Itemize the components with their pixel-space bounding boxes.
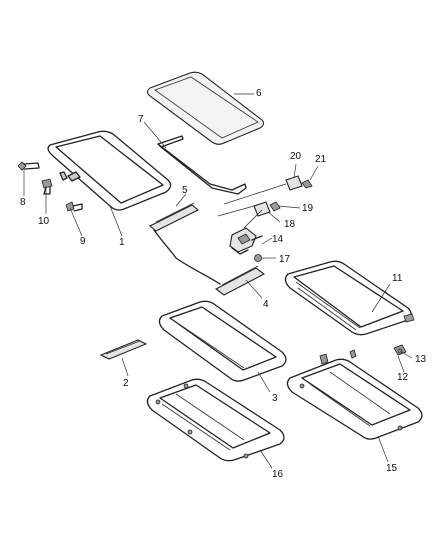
callout-12: 12: [397, 372, 409, 383]
callout-18: 18: [284, 219, 296, 230]
part-3-drain-tray: [158, 300, 287, 382]
callout-8: 8: [20, 197, 26, 208]
part-5-front-guide: [149, 202, 221, 285]
callout-4: 4: [263, 299, 269, 310]
callout-13: 13: [415, 354, 427, 365]
callout-labels: 1 2 3 4 5 6 7 8 9 10 11 12 13 14 15 16 1…: [20, 88, 427, 480]
callout-17: 17: [279, 254, 291, 265]
part-8-pin: [17, 161, 40, 171]
part-7-deflector: [157, 135, 247, 195]
callout-3: 3: [272, 393, 278, 404]
part-14-drive-motor: [229, 227, 263, 255]
part-21-connector: [301, 179, 313, 189]
part-2-bracket: [99, 339, 148, 360]
part-4-rear-guide: [214, 265, 266, 296]
part-16-trim-bezel: [146, 378, 285, 462]
part-19-connector: [269, 201, 281, 212]
callout-7: 7: [138, 114, 144, 125]
callout-19: 19: [302, 203, 314, 214]
callout-16: 16: [272, 469, 284, 480]
part-20-switch: [285, 175, 303, 191]
leader-lines: [23, 93, 413, 469]
callout-20: 20: [290, 151, 302, 162]
callout-9: 9: [80, 236, 86, 247]
part-18-module: [253, 201, 271, 217]
callout-2: 2: [123, 378, 129, 389]
callout-6: 6: [256, 88, 262, 99]
part-17-nut: [254, 254, 262, 262]
part-1-glass-frame: [47, 130, 172, 211]
callout-14: 14: [272, 234, 284, 245]
callout-10: 10: [38, 216, 50, 227]
callout-5: 5: [182, 185, 188, 196]
part-10-clip: [41, 178, 53, 195]
callout-1: 1: [119, 237, 125, 248]
part-15-trim-bezel: [286, 349, 423, 440]
part-6-glass-panel: [146, 71, 265, 145]
callout-15: 15: [386, 463, 398, 474]
callout-11: 11: [392, 273, 403, 284]
callout-21: 21: [315, 154, 327, 165]
part-11-frame: [284, 260, 415, 336]
part-9-screw: [65, 201, 83, 212]
